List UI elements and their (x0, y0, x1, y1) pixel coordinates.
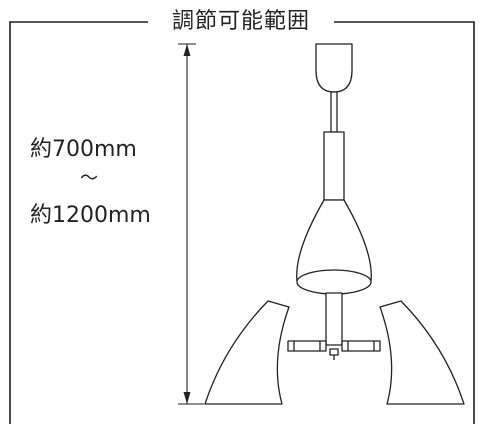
range-separator: 〜 (80, 168, 98, 189)
adjustable-range-title: 調節可能範囲 (150, 7, 332, 37)
right-arm-socket (341, 340, 381, 352)
center-joint (329, 348, 339, 356)
left-side-shade (204, 300, 290, 405)
height-dimension-arrow (178, 43, 204, 405)
ceiling-canopy (315, 43, 353, 93)
pendant-lamp (204, 43, 465, 405)
adjustable-range-frame (9, 21, 475, 424)
min-length-label: 約700mm (30, 137, 137, 162)
max-length-label: 約1200mm (30, 203, 151, 228)
suspension-rod (330, 91, 338, 133)
right-side-shade (379, 300, 465, 405)
center-shade-opening (296, 269, 372, 295)
left-arm-socket (287, 340, 327, 352)
lower-stem (325, 292, 343, 346)
telescopic-stem (323, 131, 345, 201)
